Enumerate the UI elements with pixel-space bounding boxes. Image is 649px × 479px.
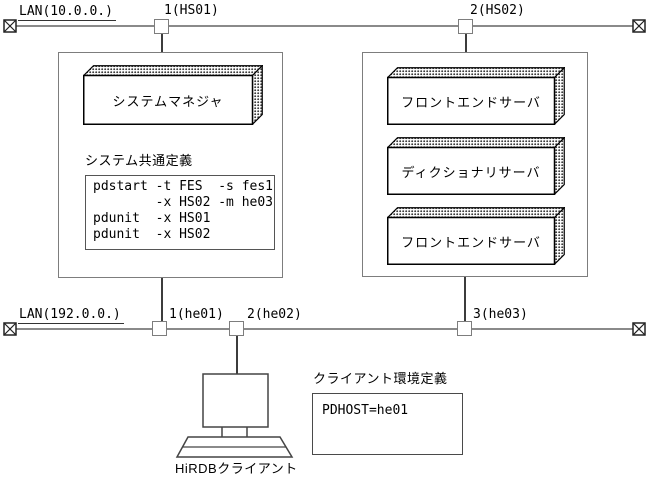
system-common-definition-title: システム共通定義 (85, 153, 193, 168)
lan-node-he03-label: 3(he03) (473, 307, 528, 322)
lan-node-hs01-label: 1(HS01) (164, 3, 219, 18)
lan-top-line (14, 25, 636, 27)
lan-node-hs01 (154, 19, 169, 34)
lan-terminator-icon (3, 19, 17, 33)
lan-node-he01-label: 1(he01) (169, 307, 224, 322)
client-env-definition-title: クライアント環境定義 (313, 371, 448, 386)
lan-node-he02-label: 2(he02) (247, 307, 302, 322)
front-end-server-label-2: フロントエンドサーバ (401, 234, 541, 250)
lan-node-he03 (457, 321, 472, 336)
system-common-definition-code: pdstart -t FES -s fes1 -x HS02 -m he03 p… (93, 179, 274, 242)
lan-terminator-icon (632, 322, 646, 336)
lan-terminator-icon (632, 19, 646, 33)
connector-client (236, 336, 238, 374)
connector-he03 (464, 277, 466, 321)
client-computer-icon (175, 373, 294, 458)
lan-bottom-label: LAN(192.0.0.) (18, 307, 124, 324)
lan-node-he01 (152, 321, 167, 336)
lan-top-label: LAN(10.0.0.) (18, 4, 116, 21)
system-common-definition-box: pdstart -t FES -s fes1 -x HS02 -m he03 p… (85, 175, 275, 250)
connector-he01 (161, 278, 163, 321)
lan-node-hs02 (458, 19, 473, 34)
lan-terminator-icon (3, 322, 17, 336)
connector-hs01 (161, 34, 163, 52)
front-end-server-box-2: フロントエンドサーバ (387, 207, 565, 265)
lan-node-he02 (229, 321, 244, 336)
client-env-definition-box: PDHOST=he01 (312, 393, 463, 455)
client-label: HiRDBクライアント (175, 461, 298, 476)
dictionary-server-label: ディクショナリサーバ (401, 164, 541, 180)
system-manager-label: システムマネジャ (112, 93, 224, 109)
lan-bottom-line (14, 328, 636, 330)
front-end-server-box-1: フロントエンドサーバ (387, 67, 565, 125)
system-manager-box: システムマネジャ (83, 65, 263, 125)
client-env-definition-code: PDHOST=he01 (322, 403, 409, 418)
lan-node-hs02-label: 2(HS02) (470, 3, 525, 18)
front-end-server-label-1: フロントエンドサーバ (401, 94, 541, 110)
connector-hs02 (465, 34, 467, 52)
dictionary-server-box: ディクショナリサーバ (387, 137, 565, 195)
